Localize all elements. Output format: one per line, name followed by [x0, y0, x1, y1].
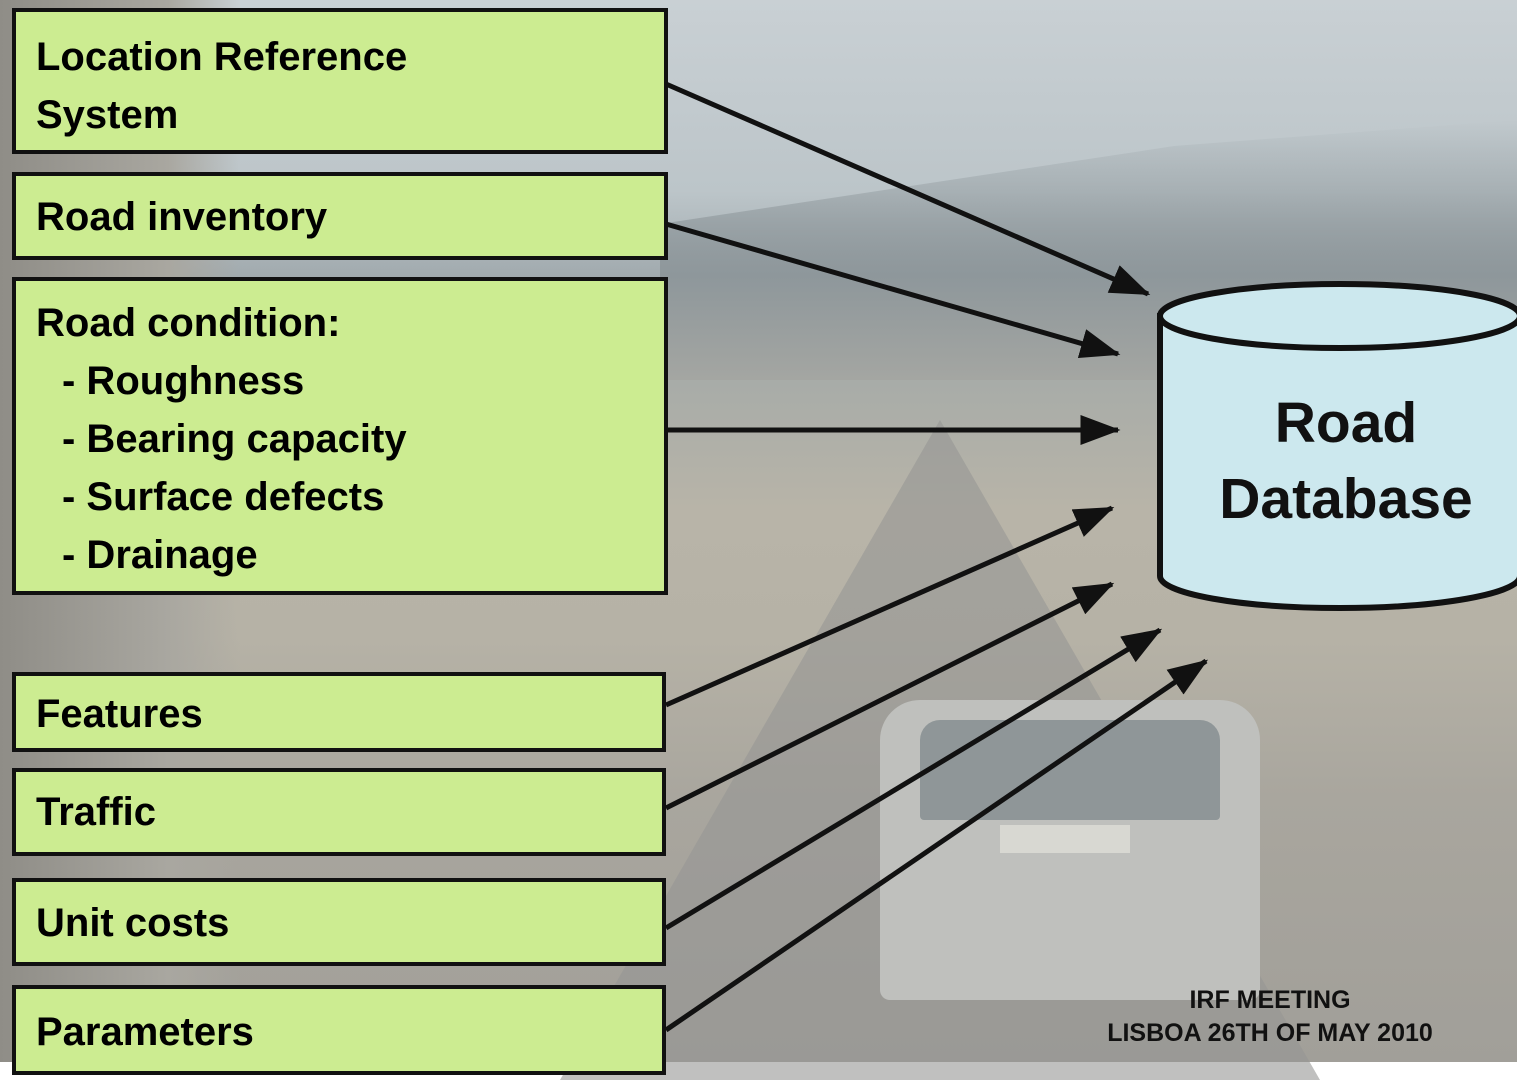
road-condition-item: - Roughness — [62, 359, 305, 403]
box-road-condition: Road condition: - Roughness - Bearing ca… — [12, 277, 668, 595]
box-location-reference-system: Location Reference System — [12, 8, 668, 154]
box-traffic: Traffic — [12, 768, 666, 856]
footer-caption: IRF MEETING LISBOA 26TH OF MAY 2010 — [1040, 984, 1500, 1050]
arrow-traffic — [664, 581, 1115, 811]
database-label: Road Database — [1160, 385, 1517, 537]
box-unit-costs-label: Unit costs — [36, 901, 230, 945]
road-condition-item: - Bearing capacity — [62, 417, 407, 461]
road-condition-title: Road condition: — [36, 301, 341, 345]
arrow-road-inventory — [665, 221, 1121, 359]
box-unit-costs: Unit costs — [12, 878, 666, 966]
background-car — [880, 700, 1260, 1000]
database-label-line-2: Database — [1219, 467, 1473, 531]
road-condition-item: - Surface defects — [62, 475, 385, 519]
road-condition-item: - Drainage — [62, 533, 258, 577]
box-traffic-label: Traffic — [36, 790, 157, 834]
box-location-reference-line-2: System — [36, 93, 179, 137]
arrow-features — [664, 505, 1115, 708]
box-location-reference-line-1: Location Reference — [36, 35, 408, 79]
footer-line-1: IRF MEETING — [1189, 986, 1351, 1014]
footer-line-2: LISBOA 26TH OF MAY 2010 — [1107, 1019, 1433, 1047]
background-car-window — [920, 720, 1220, 820]
database-cylinder — [1157, 313, 1517, 611]
box-parameters-label: Parameters — [36, 1010, 254, 1054]
arrow-unit-costs — [664, 627, 1163, 931]
box-features: Features — [12, 672, 666, 752]
box-features-label: Features — [36, 692, 203, 736]
arrow-parameters — [664, 658, 1209, 1033]
arrow-location-reference — [665, 81, 1151, 297]
box-road-inventory-label: Road inventory — [36, 195, 328, 239]
box-road-inventory: Road inventory — [12, 172, 668, 260]
background-car-plate — [1000, 825, 1130, 853]
database-label-line-1: Road — [1274, 391, 1418, 455]
database-cylinder-top — [1157, 281, 1517, 351]
